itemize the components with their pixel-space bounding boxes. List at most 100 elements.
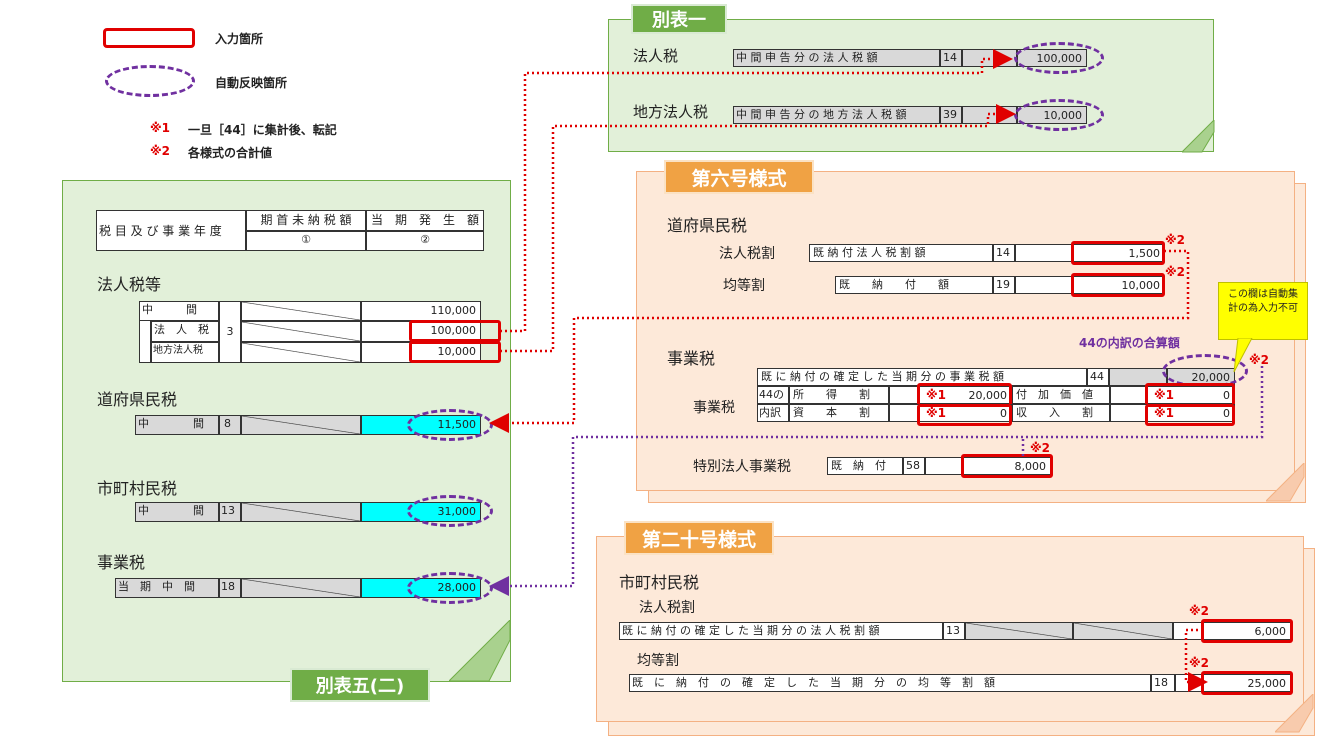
beppyo5-row-no3: 3 — [219, 301, 241, 363]
form20-houjin-spacer — [1173, 622, 1203, 640]
legend-note1-text: 一旦［44］に集計後、転記 — [188, 123, 337, 137]
form20-kinto-input-box — [1201, 671, 1293, 695]
beppyo5-chukan-hatch — [241, 301, 361, 321]
form6-fuka-label: 付 加 価 値 — [1012, 386, 1110, 404]
beppyo5-houjinzei-indent — [139, 321, 151, 363]
form20-section: 市町村民税 — [619, 573, 700, 592]
form6-shihon-input-box — [917, 404, 1012, 426]
form6-kinto-no: 19 — [993, 276, 1015, 294]
beppyo1-row1-label: 中 間 申 告 分 の 法 人 税 額 — [733, 49, 940, 67]
beppyo5-pref-no: 8 — [219, 415, 241, 435]
beppyo1-row1-spacer — [962, 49, 1017, 67]
legend-note2-text: 各様式の合計値 — [188, 146, 273, 160]
beppyo5-chihou-hatch — [241, 342, 361, 363]
beppyo5-fold-corner — [449, 620, 511, 682]
form6-kinto-spacer — [1015, 276, 1073, 294]
beppyo1-tab: 別表一 — [631, 4, 727, 34]
legend-note1-mark: ※1 — [150, 121, 171, 135]
legend-input-swatch — [103, 28, 195, 48]
form6-shotoku-label: 所 得 割 — [789, 386, 889, 404]
beppyo5-houjinzei-input-box — [409, 320, 501, 342]
form6-callout: この欄は自動集計の為入力不可 — [1218, 282, 1308, 340]
form20-fold-corner — [1275, 694, 1314, 733]
beppyo5-pref-hatch — [241, 415, 361, 435]
form6-biz-total-mark2: ※2 — [1249, 353, 1270, 367]
form6-special-input-box — [961, 454, 1053, 478]
form6-kinto-field: 既 納 付 額 — [835, 276, 993, 294]
form20-houjin-input-box — [1201, 619, 1293, 643]
form6-houjin-field: 既 納 付 法 人 税 割 額 — [809, 244, 993, 262]
form20-houjin-mark2: ※2 — [1189, 604, 1210, 618]
beppyo5-biz-auto-oval — [407, 572, 493, 604]
beppyo5-sec4: 事業税 — [97, 553, 146, 572]
form20-houjin-value[interactable]: 6,000 — [1203, 622, 1291, 640]
beppyo1-section-chihou: 地方法人税 — [633, 103, 709, 121]
legend-auto-label: 自動反映箇所 — [215, 76, 288, 90]
beppyo5-houjinzei-hatch — [241, 321, 361, 342]
form20-houjin-no: 13 — [943, 622, 965, 640]
form20-tab: 第二十号様式 — [624, 521, 774, 555]
form6-biz-sub-label: 事業税 — [693, 400, 735, 416]
beppyo1-row2-label: 中 間 申 告 分 の 地 方 法 人 税 額 — [733, 106, 940, 124]
beppyo5-biz-hatch — [241, 578, 361, 598]
beppyo5-city-auto-oval — [407, 495, 493, 527]
form20-panel: 市町村民税 法人税割 既 に 納 付 の 確 定 し た 当 期 分 の 法 人… — [596, 536, 1304, 722]
beppyo1-row2-no: 39 — [940, 106, 962, 124]
form6-kinto-input-box — [1071, 273, 1165, 297]
beppyo5-tab: 別表五(二) — [290, 668, 430, 702]
beppyo1-panel: 法人税 中 間 申 告 分 の 法 人 税 額 14 100,000 地方法人税… — [608, 19, 1214, 152]
form20-kinto-field: 既 に 納 付 の 確 定 し た 当 期 分 の 均 等 割 額 — [629, 674, 1151, 692]
beppyo5-city-no: 13 — [219, 502, 241, 522]
legend-note2-mark: ※2 — [150, 144, 171, 158]
form6-houjin-input-box — [1071, 241, 1165, 265]
beppyo5-header-col2: 当 期 発 生 額 — [366, 210, 484, 231]
form6-special-no: 58 — [903, 457, 925, 475]
beppyo1-row1-auto-oval — [1014, 42, 1104, 74]
beppyo5-chukan-label: 中 間 — [139, 301, 219, 321]
form6-houjin-mark2: ※2 — [1165, 233, 1186, 247]
beppyo5-chihou-label: 地方法人税 — [151, 342, 219, 363]
beppyo5-chihou-input-box — [409, 341, 501, 363]
form6-special-label: 特別法人事業税 — [693, 459, 791, 475]
beppyo5-sec2: 道府県民税 — [97, 390, 178, 409]
form20-houjin-hatch-a — [965, 622, 1073, 640]
form20-kinto-value[interactable]: 25,000 — [1203, 674, 1291, 692]
beppyo5-header-col1: 期 首 未 納 税 額 — [246, 210, 366, 231]
form6-shunyu-input-box — [1145, 404, 1235, 426]
form6-kinto-label: 均等割 — [723, 278, 765, 294]
form6-breakdown-bottom: 内訳 — [757, 404, 789, 422]
beppyo1-section-houjin: 法人税 — [633, 47, 679, 65]
form6-special-field: 既 納 付 — [827, 457, 903, 475]
beppyo5-city-hatch — [241, 502, 361, 522]
beppyo5-chukan-value[interactable]: 110,000 — [361, 301, 481, 321]
form6-fold-corner — [1266, 463, 1305, 502]
form6-callout-text: この欄は自動集計の為入力不可 — [1228, 289, 1298, 314]
beppyo5-chihou-value[interactable]: 10,000 — [361, 342, 481, 363]
form6-biz-total-no: 44 — [1087, 368, 1109, 386]
form6-kinto-mark2: ※2 — [1165, 265, 1186, 279]
legend: 入力箇所 自動反映箇所 ※1 一旦［44］に集計後、転記 ※2 各様式の合計値 — [100, 25, 400, 165]
form20-houjin-hatch-b — [1073, 622, 1173, 640]
form6-special-spacer — [925, 457, 963, 475]
form20-kinto-no: 18 — [1151, 674, 1175, 692]
form20-kinto-spacer — [1175, 674, 1203, 692]
beppyo5-pref-auto-oval — [407, 409, 493, 441]
legend-auto-swatch — [105, 65, 195, 97]
form6-section-biz: 事業税 — [667, 349, 716, 368]
beppyo1-row2-auto-oval — [1014, 99, 1104, 131]
beppyo5-sec3: 市町村民税 — [97, 479, 178, 498]
form6-houjin-spacer — [1015, 244, 1073, 262]
beppyo5-header-col0: 税 目 及 び 事 業 年 度 — [96, 210, 246, 251]
form6-callout-pointer — [1233, 338, 1253, 373]
form6-shunyu-label: 収 入 割 — [1012, 404, 1110, 422]
beppyo1-fold-corner — [1182, 120, 1215, 153]
form6-breakdown-top: 44の — [757, 386, 789, 404]
form20-kinto-label: 均等割 — [637, 653, 679, 669]
form20-houjin-field: 既 に 納 付 の 確 定 し た 当 期 分 の 法 人 税 割 額 — [619, 622, 943, 640]
beppyo5-panel: 税 目 及 び 事 業 年 度 期 首 未 納 税 額 当 期 発 生 額 ① … — [62, 180, 511, 682]
beppyo1-row1-no: 14 — [940, 49, 962, 67]
form20-kinto-mark2: ※2 — [1189, 656, 1210, 670]
form6-tab: 第六号様式 — [664, 160, 814, 194]
beppyo5-biz-label: 当 期 中 間 — [115, 578, 219, 598]
form6-houjin-label: 法人税割 — [719, 246, 775, 262]
